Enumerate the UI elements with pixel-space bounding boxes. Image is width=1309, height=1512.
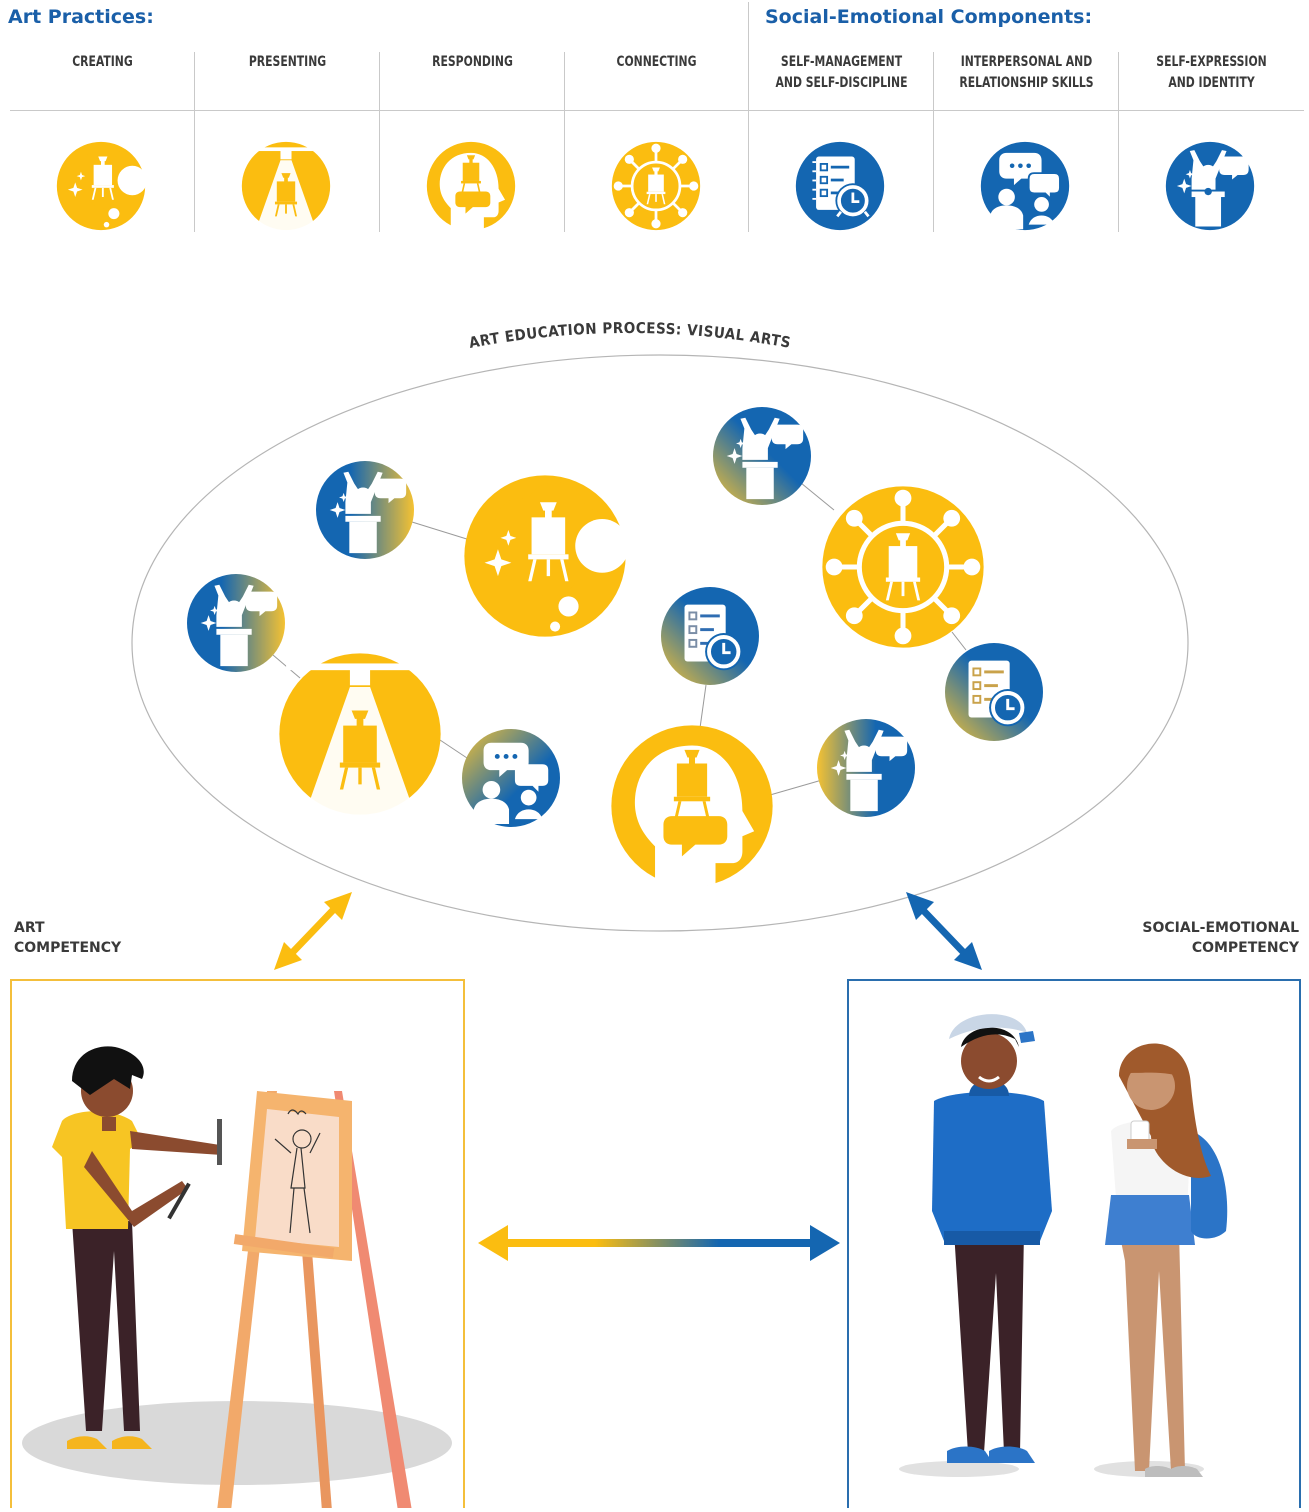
- column-connecting: CONNECTING: [564, 52, 749, 232]
- column-presenting: PRESENTING: [195, 52, 380, 232]
- column-responding: RESPONDING: [380, 52, 565, 232]
- process-title: ART EDUCATION PROCESS: VISUAL ARTS: [467, 319, 792, 352]
- competency-link-arrow: [478, 1225, 840, 1261]
- column-label-connecting: CONNECTING: [616, 54, 697, 70]
- self-expression-icon: [316, 461, 414, 559]
- column-label-responding: RESPONDING: [432, 54, 513, 70]
- art-practices-heading: Art Practices:: [8, 6, 154, 28]
- social-emotional-heading: Social-Emotional Components:: [765, 6, 1093, 28]
- art-competency-arrow: [274, 892, 352, 970]
- column-label-presenting: PRESENTING: [248, 54, 327, 70]
- students-talking-illustration: [899, 1014, 1228, 1477]
- self-expression-icon: [187, 574, 285, 672]
- self-management-icon: [945, 643, 1043, 741]
- self-management-icon: [661, 587, 759, 685]
- process-ellipse: [131, 354, 1189, 932]
- column-label-creating: CREATING: [72, 54, 133, 70]
- creating-icon: [464, 475, 629, 636]
- social-emotional-competency-box: [847, 979, 1301, 1508]
- social-emotional-arrow: [906, 892, 982, 970]
- connecting-icon: [822, 486, 983, 647]
- header-rule: [10, 110, 1304, 111]
- student-painting-illustration: [22, 1046, 452, 1511]
- responding-icon: [611, 725, 773, 888]
- art-competency-box: [10, 979, 465, 1511]
- interpersonal-icon: [462, 729, 560, 827]
- connector-lines: [272, 473, 967, 796]
- column-creating: CREATING: [10, 52, 195, 232]
- self-expression-icon: [713, 407, 811, 505]
- presenting-icon: [279, 653, 441, 818]
- self-expression-icon: [817, 719, 915, 817]
